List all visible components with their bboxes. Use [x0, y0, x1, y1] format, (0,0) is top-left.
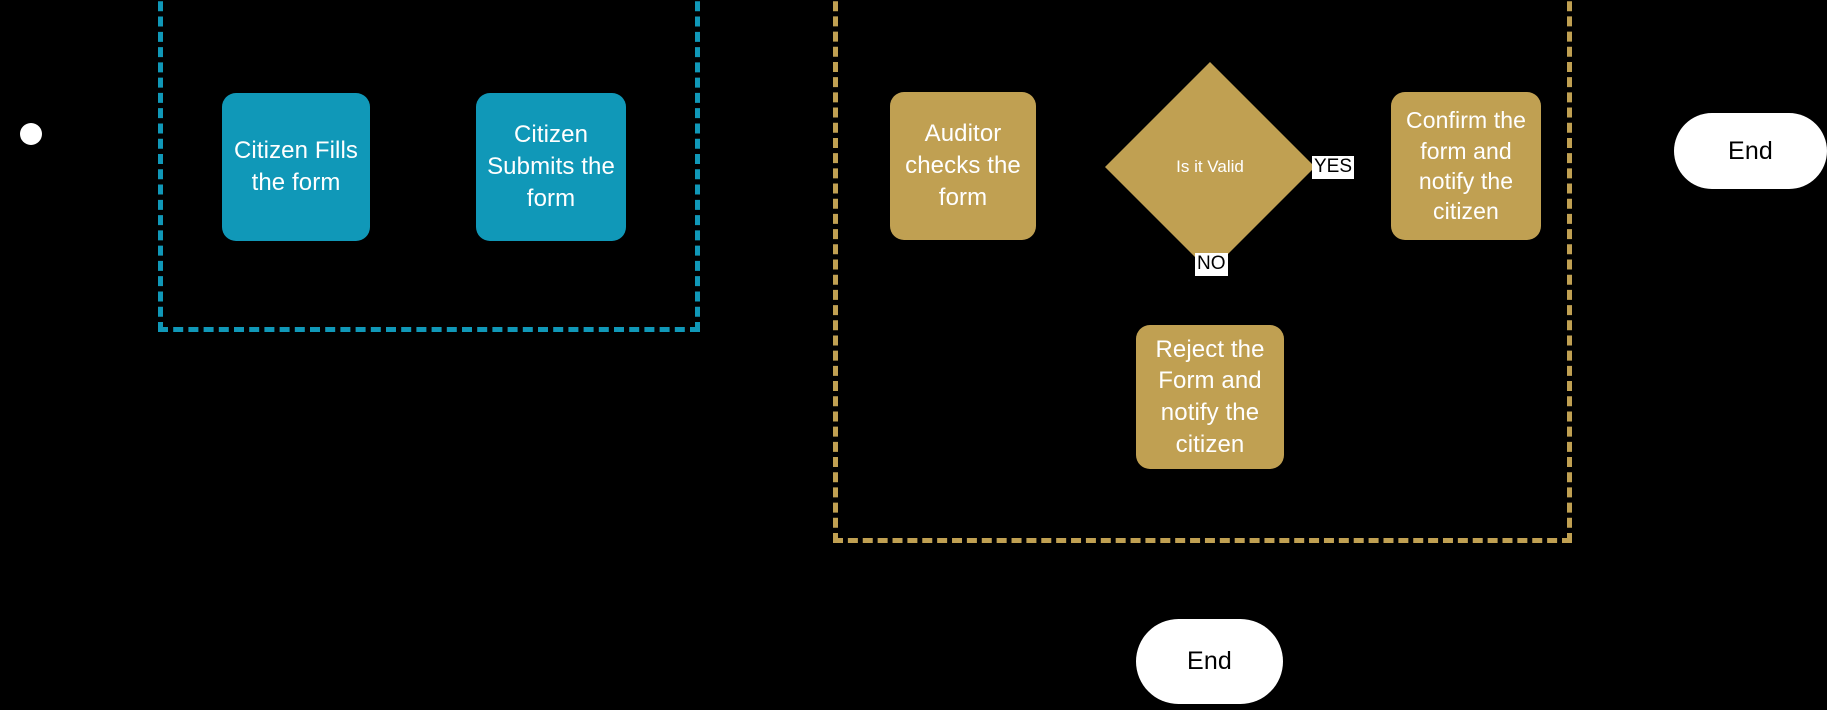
task-citizen-fills-the-form[interactable]: Citizen Fills the form	[222, 93, 370, 241]
decision-label: Is it Valid	[1176, 156, 1244, 176]
edge-label-yes: YES	[1312, 156, 1355, 179]
end-event-bottom[interactable]: End	[1136, 619, 1283, 704]
lane-auditor	[833, 0, 1572, 543]
lane-citizen	[158, 0, 700, 332]
end-event-right[interactable]: End	[1674, 113, 1827, 189]
task-citizen-submits-the-form[interactable]: Citizen Submits the form	[476, 93, 626, 241]
task-auditor-checks-the-form[interactable]: Auditor checks the form	[890, 92, 1036, 240]
task-confirm-form-and-notify-citizen[interactable]: Confirm the form and notify the citizen	[1391, 92, 1541, 240]
decision-is-it-valid[interactable]: Is it Valid	[1105, 62, 1315, 272]
start-event-node[interactable]	[20, 123, 42, 145]
task-reject-form-and-notify-citizen[interactable]: Reject the Form and notify the citizen	[1136, 325, 1284, 469]
edge-label-no: NO	[1195, 253, 1228, 276]
